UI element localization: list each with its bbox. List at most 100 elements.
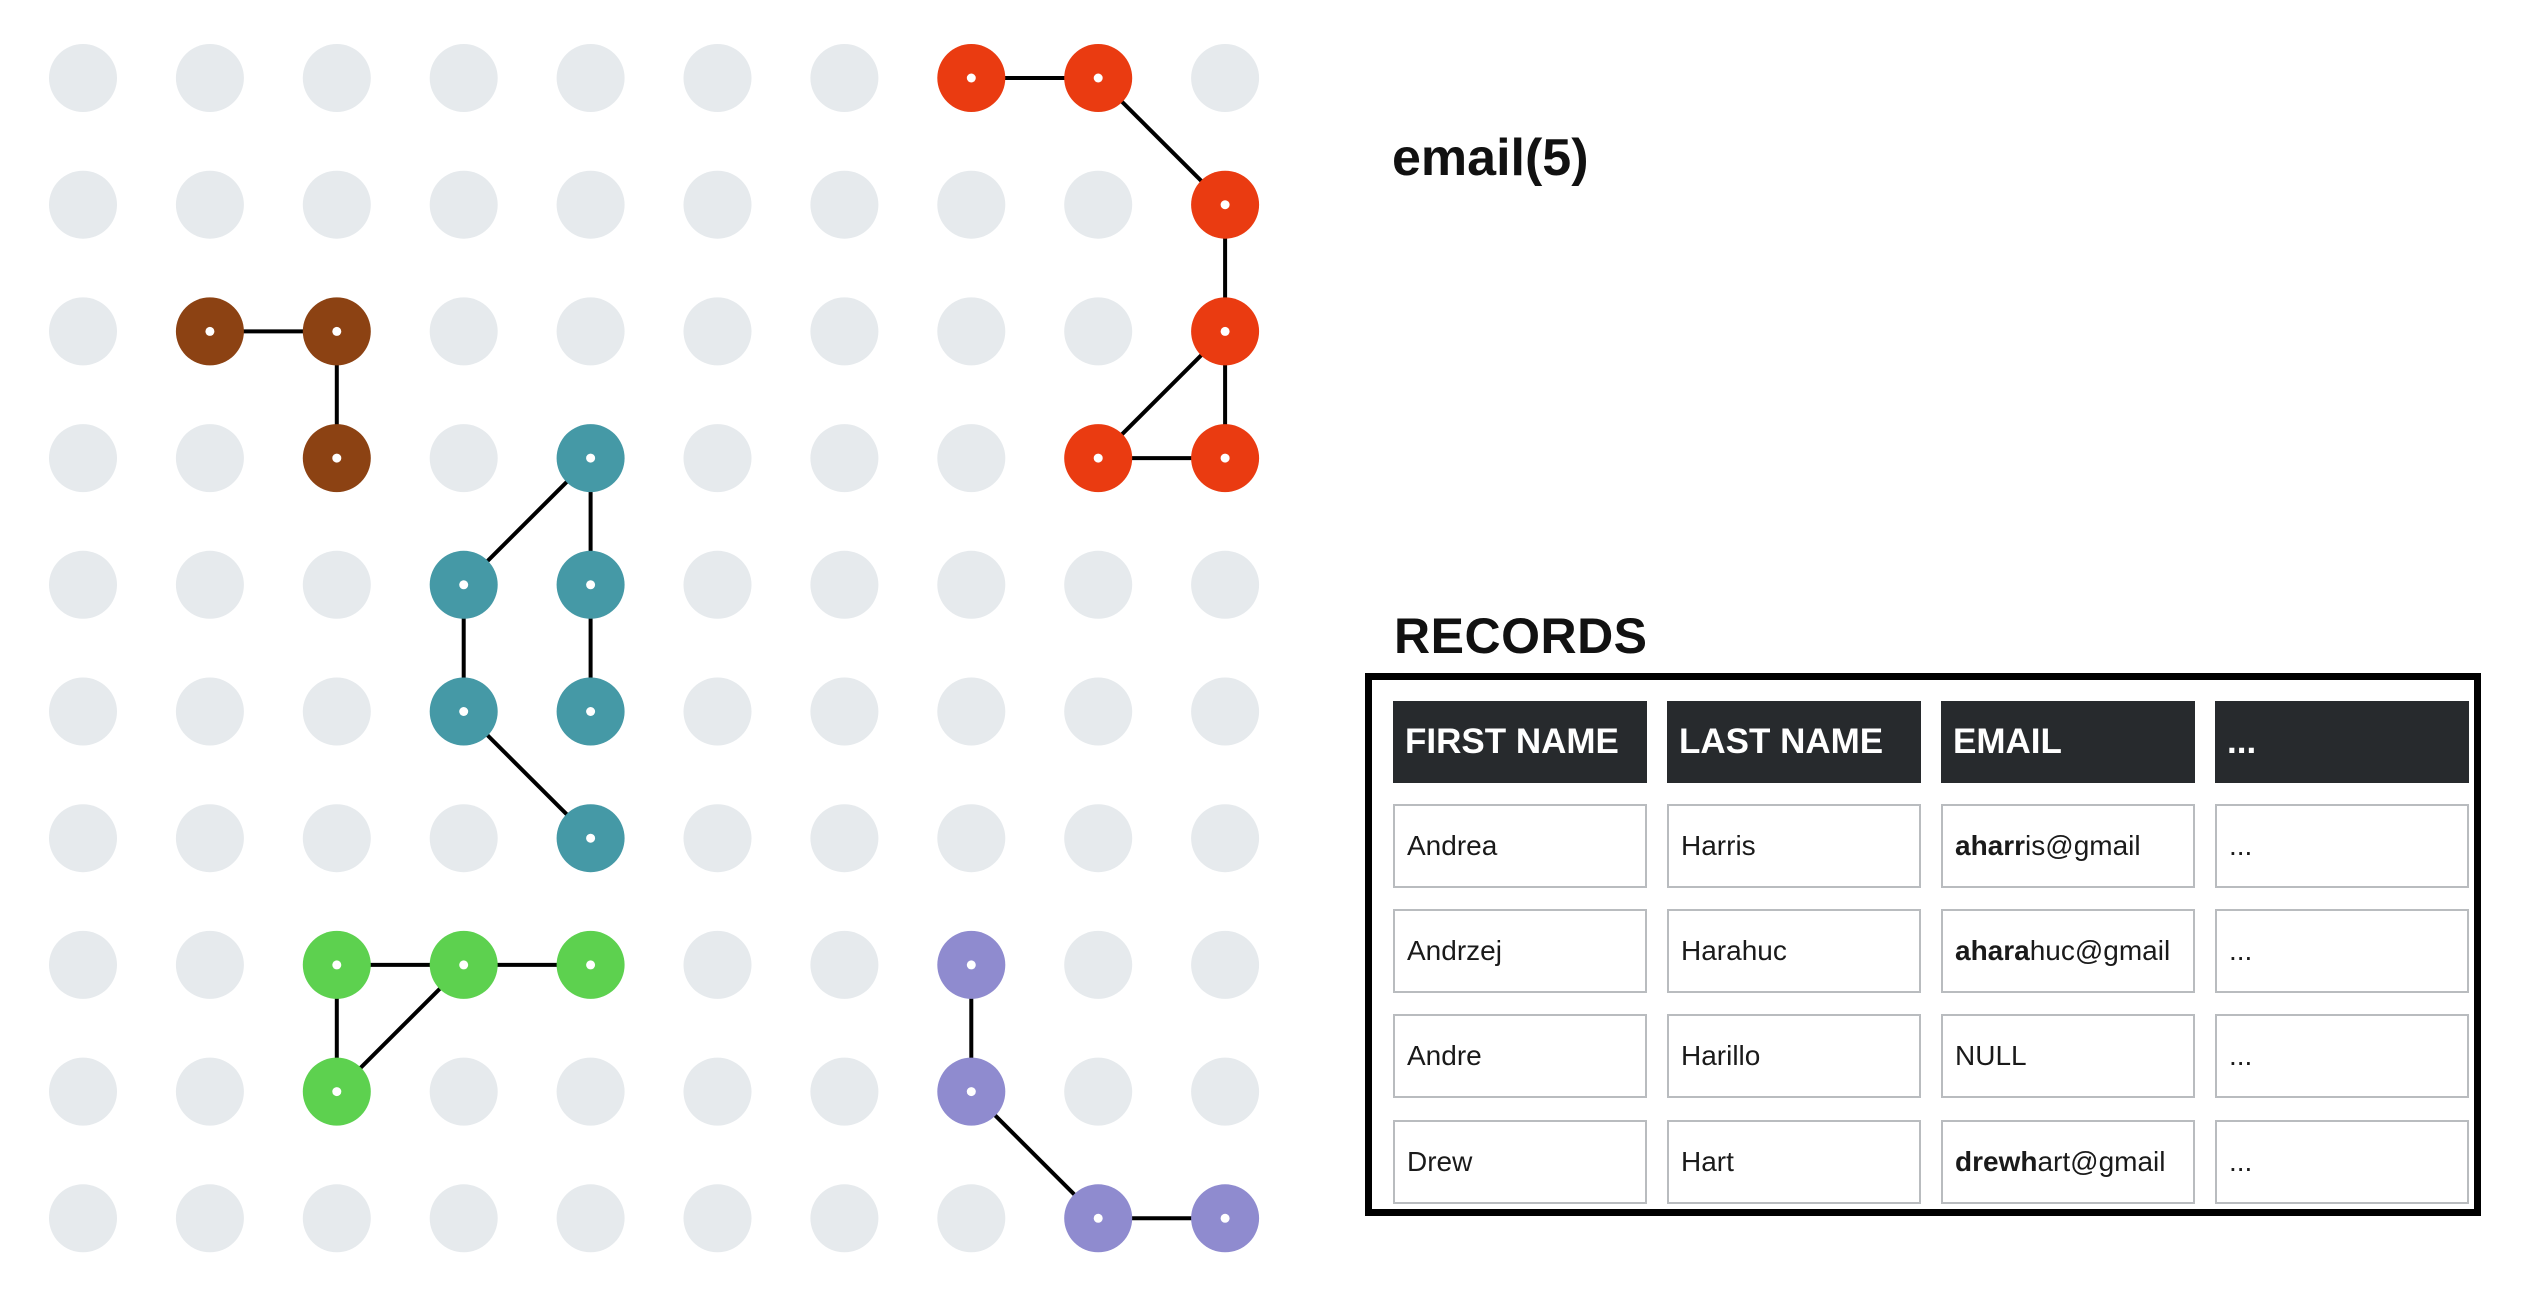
empty-node [49, 930, 117, 999]
empty-node [556, 1057, 625, 1126]
node-center-dot [1220, 1213, 1230, 1223]
red-cluster-node [1064, 424, 1133, 493]
cell-more: ... [2215, 1014, 2469, 1098]
teal-cluster-node [556, 424, 625, 493]
cell-more: ... [2215, 1120, 2469, 1204]
empty-node [810, 170, 879, 239]
empty-node [937, 170, 1006, 239]
purple-cluster-node [1064, 1184, 1133, 1253]
cell-more: ... [2215, 909, 2469, 993]
empty-node [429, 44, 498, 112]
empty-node [810, 1184, 879, 1253]
node-center-dot [459, 960, 469, 970]
empty-node [810, 930, 879, 999]
teal-cluster-node [556, 804, 625, 873]
empty-node [1191, 677, 1260, 746]
empty-node [810, 1057, 879, 1126]
empty-node [429, 804, 498, 873]
empty-node [556, 1184, 625, 1253]
column-header-more: ... [2215, 701, 2469, 783]
cell-more: ... [2215, 804, 2469, 888]
empty-node [556, 297, 625, 366]
empty-node [810, 677, 879, 746]
node-center-dot [1093, 73, 1103, 83]
empty-node [1064, 1057, 1133, 1126]
column-header-email: EMAIL [1941, 701, 2195, 783]
empty-node [810, 804, 879, 873]
email-blocking-prefix: drewh [1955, 1146, 2038, 1177]
node-center-dot [1220, 453, 1230, 463]
node-center-dot [1093, 1213, 1103, 1223]
empty-node [810, 424, 879, 493]
empty-node [429, 1057, 498, 1126]
purple-cluster-node [937, 930, 1006, 999]
empty-node [175, 930, 244, 999]
node-center-dot [205, 326, 215, 336]
cell-last-name: Harahuc [1667, 909, 1921, 993]
record-cluster-graph [49, 44, 1260, 1253]
red-cluster-node [1191, 297, 1260, 366]
empty-node [683, 550, 752, 619]
red-cluster-node [937, 44, 1006, 112]
red-cluster-node [1191, 170, 1260, 239]
empty-node [937, 424, 1006, 493]
empty-node-grid [49, 44, 1260, 1253]
brown-cluster-node [302, 297, 371, 366]
empty-node [49, 1057, 117, 1126]
empty-node [810, 550, 879, 619]
empty-node [49, 44, 117, 112]
empty-node [683, 1184, 752, 1253]
brown-cluster-node [175, 297, 244, 366]
empty-node [810, 297, 879, 366]
empty-node [683, 804, 752, 873]
empty-node [1191, 930, 1260, 999]
email-blocking-prefix: ahara [1955, 935, 2030, 966]
email-remainder: huc@gmail [2029, 935, 2171, 966]
empty-node [429, 1184, 498, 1253]
empty-node [556, 44, 625, 112]
empty-node [1064, 804, 1133, 873]
node-center-dot [332, 1087, 342, 1097]
empty-node [429, 297, 498, 366]
empty-node [1064, 550, 1133, 619]
empty-node [1064, 170, 1133, 239]
red-cluster-node [1191, 424, 1260, 493]
records-title: RECORDS [1394, 608, 1648, 664]
node-center-dot [586, 707, 596, 716]
purple-cluster-node [937, 1057, 1006, 1126]
node-center-dot [459, 580, 469, 590]
empty-node [1064, 677, 1133, 746]
cell-last-name: Harris [1667, 804, 1921, 888]
empty-node [810, 44, 879, 112]
node-center-dot [459, 707, 469, 716]
teal-cluster-node [429, 550, 498, 619]
node-center-dot [586, 833, 596, 843]
empty-node [175, 170, 244, 239]
node-center-dot [332, 960, 342, 970]
red-cluster-node [1064, 44, 1133, 112]
email-blocking-prefix: aharr [1955, 830, 2026, 861]
cell-first-name: Andre [1393, 1014, 1647, 1098]
empty-node [175, 424, 244, 493]
teal-cluster-node [429, 677, 498, 746]
empty-node [937, 804, 1006, 873]
empty-node [556, 170, 625, 239]
column-header-first-name: FIRST NAME [1393, 701, 1647, 783]
empty-node [937, 1184, 1006, 1253]
teal-cluster-node [556, 550, 625, 619]
empty-node [429, 424, 498, 493]
empty-node [49, 297, 117, 366]
node-center-dot [332, 326, 342, 336]
empty-node [175, 677, 244, 746]
empty-node [49, 170, 117, 239]
empty-node [302, 550, 371, 619]
records-table: FIRST NAME LAST NAME EMAIL ... Andrea Ha… [1365, 673, 2481, 1216]
empty-node [429, 170, 498, 239]
blocking-key-label: email(5) [1392, 129, 1589, 187]
empty-node [1191, 44, 1260, 112]
empty-node [175, 1057, 244, 1126]
empty-node [302, 170, 371, 239]
empty-node [683, 44, 752, 112]
